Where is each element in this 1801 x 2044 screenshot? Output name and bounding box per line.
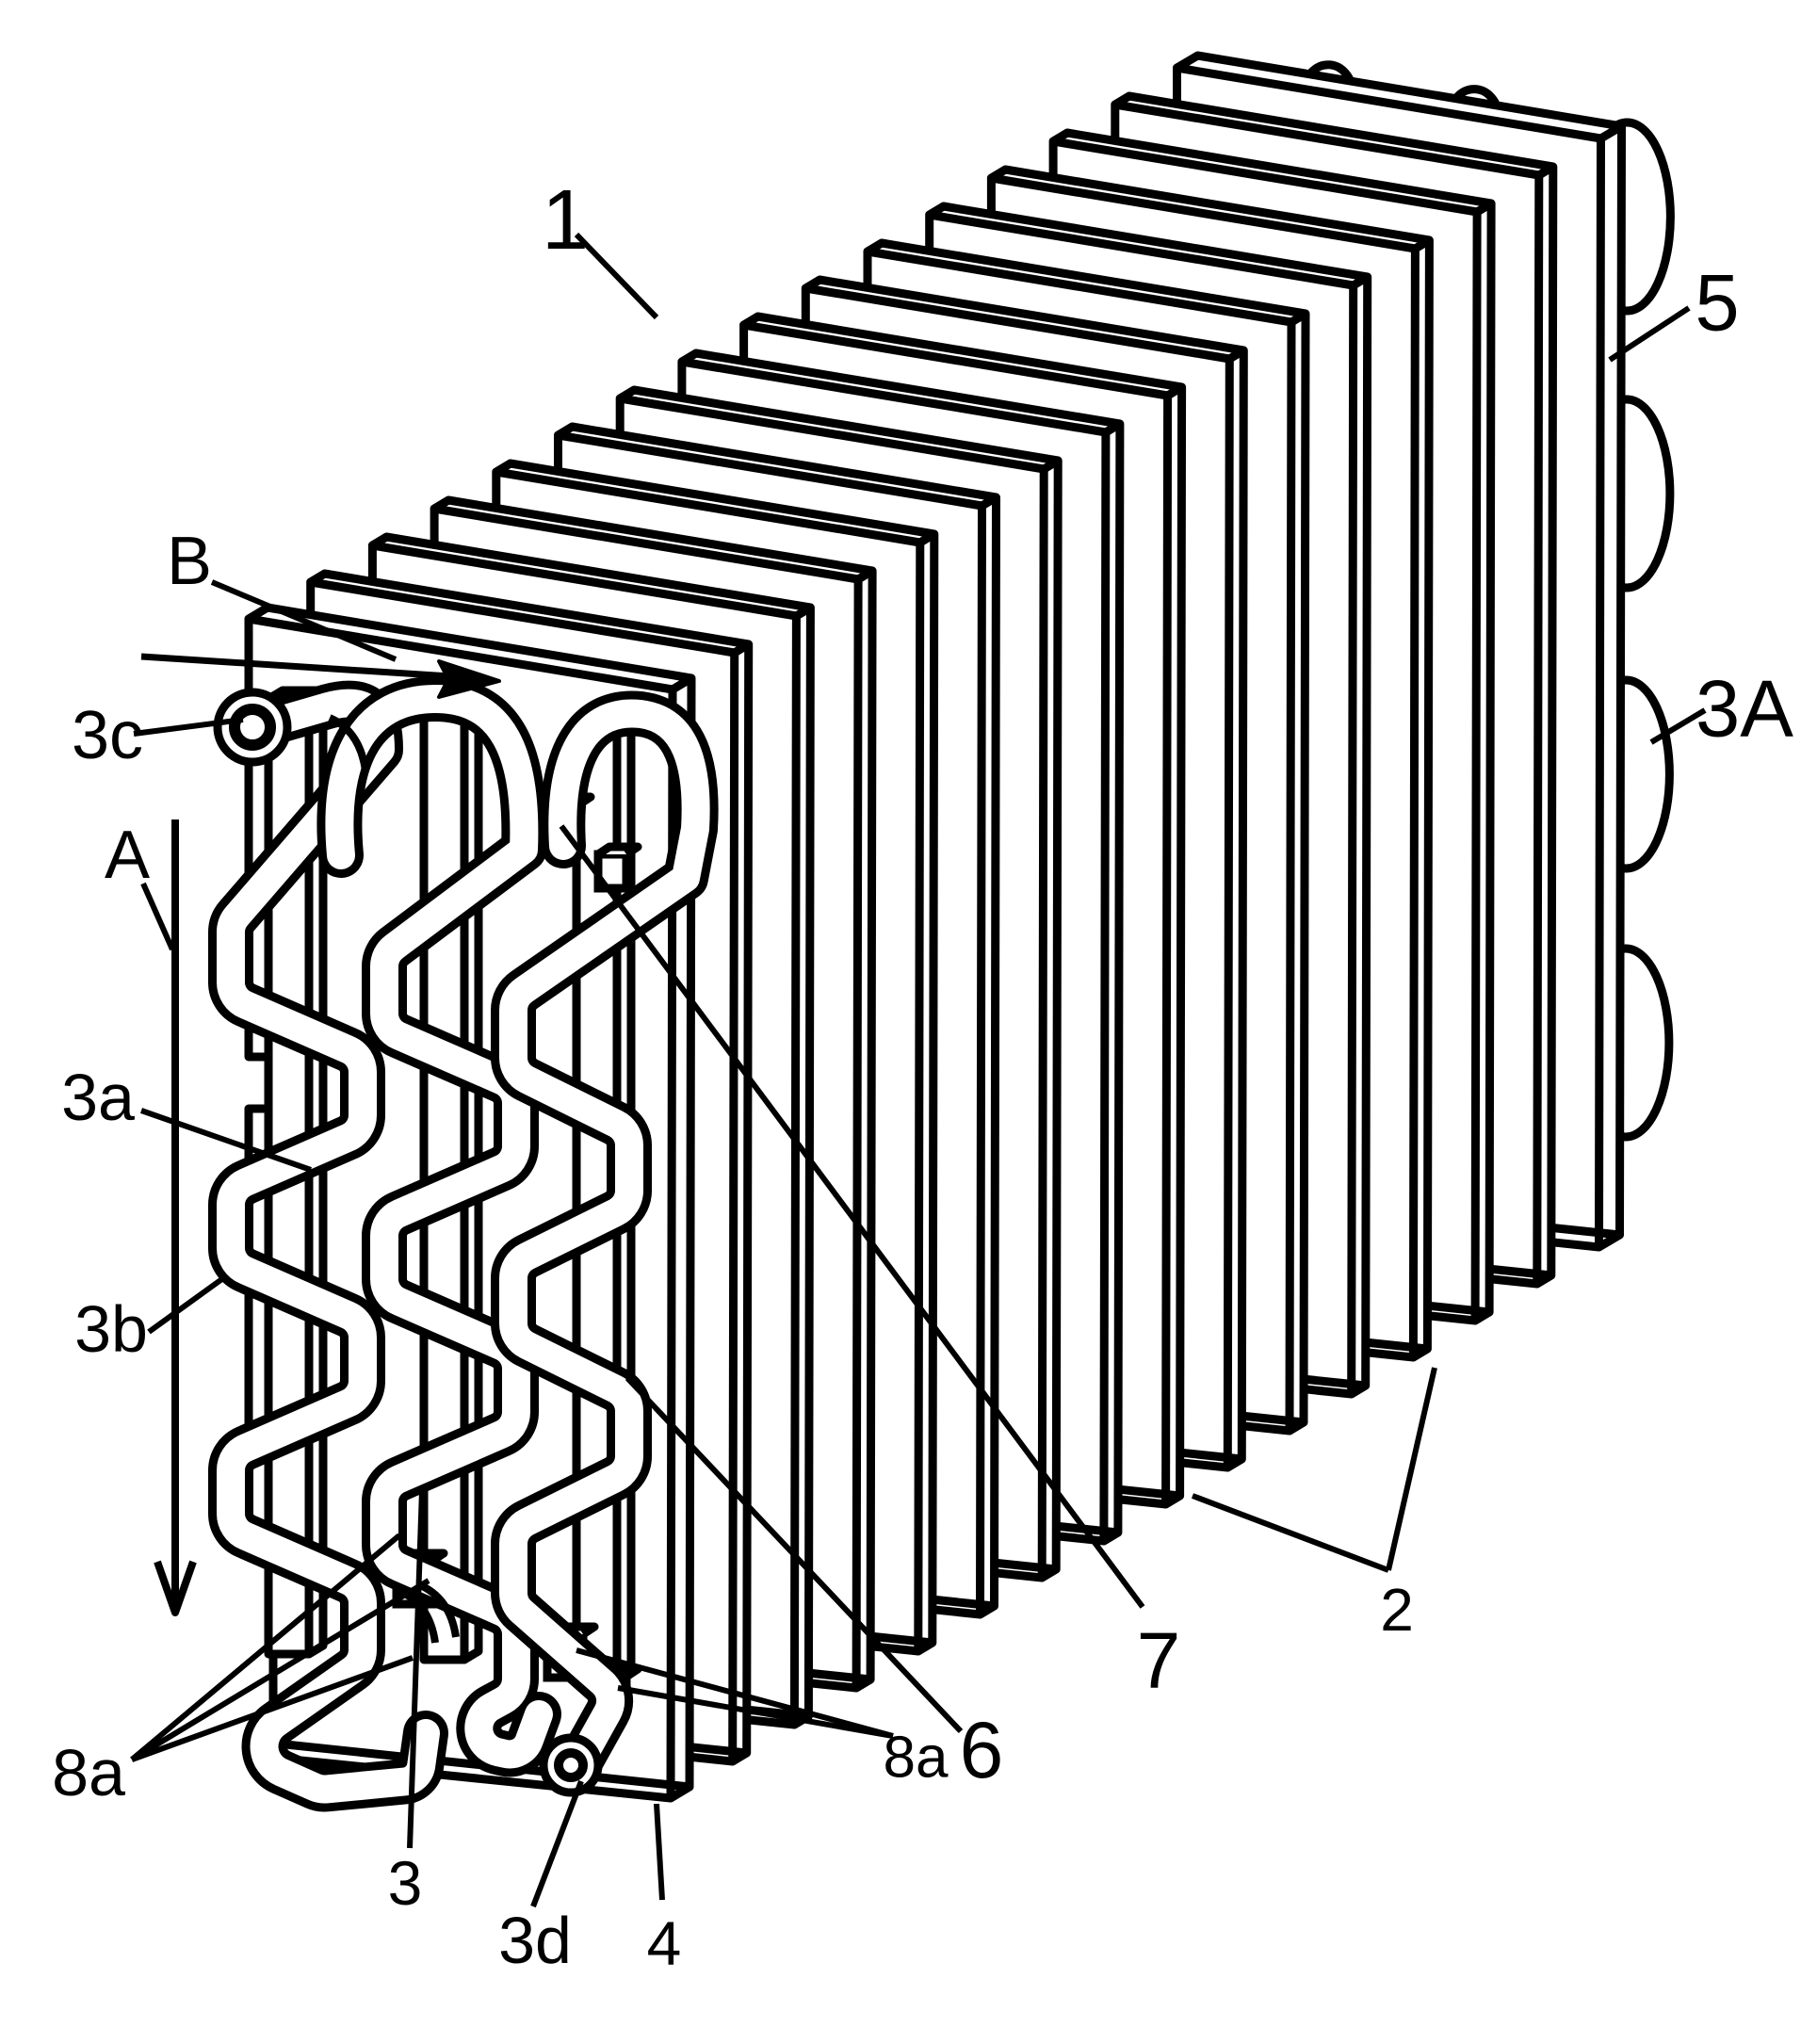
- svg-text:1: 1: [542, 173, 589, 268]
- svg-text:B: B: [167, 524, 212, 599]
- svg-text:3a: 3a: [61, 1061, 135, 1134]
- svg-text:5: 5: [1695, 259, 1739, 349]
- svg-text:3A: 3A: [1696, 665, 1793, 754]
- svg-text:8a: 8a: [884, 1726, 949, 1791]
- svg-text:3: 3: [388, 1848, 423, 1918]
- svg-text:3b: 3b: [74, 1292, 148, 1366]
- svg-text:2: 2: [1380, 1576, 1414, 1644]
- svg-text:3c: 3c: [72, 698, 143, 773]
- svg-text:4: 4: [647, 1908, 682, 1978]
- svg-text:6: 6: [960, 1706, 1004, 1794]
- svg-text:A: A: [105, 818, 150, 893]
- svg-text:3d: 3d: [498, 1904, 572, 1977]
- svg-text:8a: 8a: [52, 1736, 125, 1809]
- svg-text:7: 7: [1137, 1616, 1181, 1705]
